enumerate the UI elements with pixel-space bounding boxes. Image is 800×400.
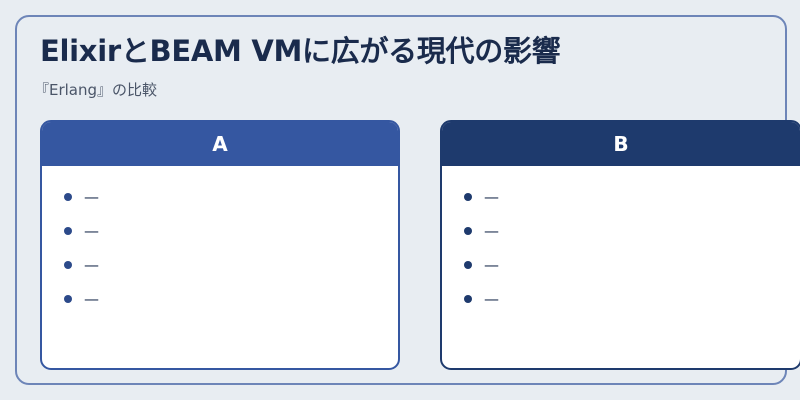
list-item-text: —	[484, 256, 499, 274]
bullet-icon	[64, 295, 72, 303]
list-item-text: —	[484, 188, 499, 206]
list-item: —	[64, 248, 398, 282]
comparison-card-b: B — — — —	[440, 120, 800, 370]
bullet-icon	[464, 193, 472, 201]
card-a-header: A	[42, 122, 398, 166]
bullet-icon	[464, 295, 472, 303]
list-item: —	[464, 248, 800, 282]
list-item: —	[64, 214, 398, 248]
bullet-icon	[64, 261, 72, 269]
list-item-text: —	[84, 188, 99, 206]
bullet-icon	[64, 193, 72, 201]
page-title: ElixirとBEAM VMに広がる現代の影響	[40, 34, 561, 68]
card-b-list: — — — —	[442, 166, 800, 316]
bullet-icon	[464, 261, 472, 269]
list-item-text: —	[84, 256, 99, 274]
comparison-card-a: A — — — —	[40, 120, 400, 370]
list-item: —	[464, 180, 800, 214]
card-a-list: — — — —	[42, 166, 398, 316]
list-item-text: —	[484, 222, 499, 240]
list-item: —	[64, 282, 398, 316]
bullet-icon	[464, 227, 472, 235]
bullet-icon	[64, 227, 72, 235]
list-item: —	[464, 214, 800, 248]
list-item-text: —	[84, 222, 99, 240]
list-item-text: —	[84, 290, 99, 308]
list-item: —	[64, 180, 398, 214]
page-subtitle: 『Erlang』の比較	[34, 81, 158, 99]
card-b-header: B	[442, 122, 800, 166]
list-item: —	[464, 282, 800, 316]
list-item-text: —	[484, 290, 499, 308]
